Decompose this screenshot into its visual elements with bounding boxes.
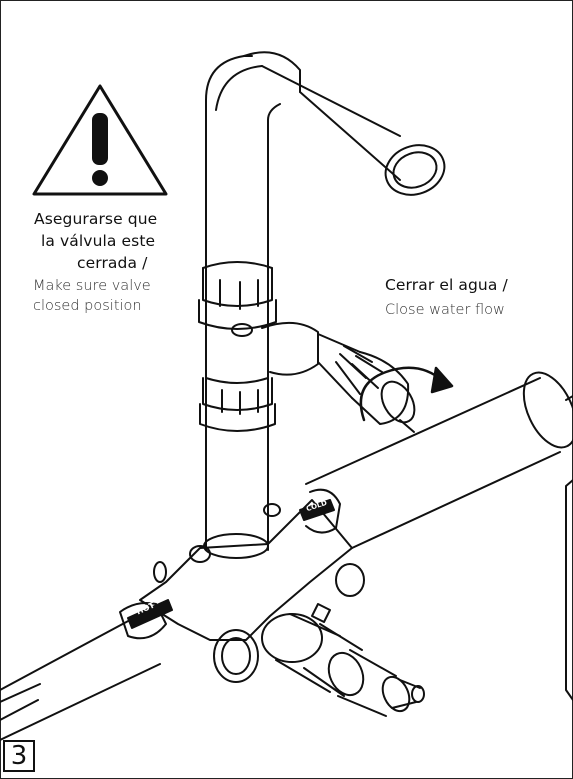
warning-text-es-line2: la válvula este xyxy=(41,232,156,250)
water-instruction-es: Cerrar el agua / xyxy=(385,276,508,294)
warning-triangle-icon xyxy=(32,84,168,196)
warning-text-es-line1: Asegurarse que xyxy=(34,210,158,228)
shutoff-valve xyxy=(205,321,416,433)
upper-union-nut xyxy=(198,261,277,330)
upper-horizontal-pipe xyxy=(261,65,446,196)
warning-text-en-line2: closed position xyxy=(33,298,142,314)
lower-union-nut xyxy=(199,377,276,432)
warning-text-es-line3: cerrada / xyxy=(77,254,148,272)
step-number: 3 xyxy=(3,740,35,772)
cold-pipe xyxy=(305,371,573,549)
vertical-pipe xyxy=(205,51,301,551)
mixing-valve-body xyxy=(119,488,365,683)
cartridge-extension xyxy=(261,603,425,717)
cold-tag xyxy=(299,499,335,521)
hot-pipe xyxy=(0,619,161,741)
warning-text-en-line1: Make sure valve xyxy=(33,278,151,294)
wall-bracket xyxy=(565,479,573,701)
water-instruction-en: Close water flow xyxy=(385,302,505,318)
rotate-arrow-icon xyxy=(359,366,454,422)
hot-tag xyxy=(127,599,173,629)
